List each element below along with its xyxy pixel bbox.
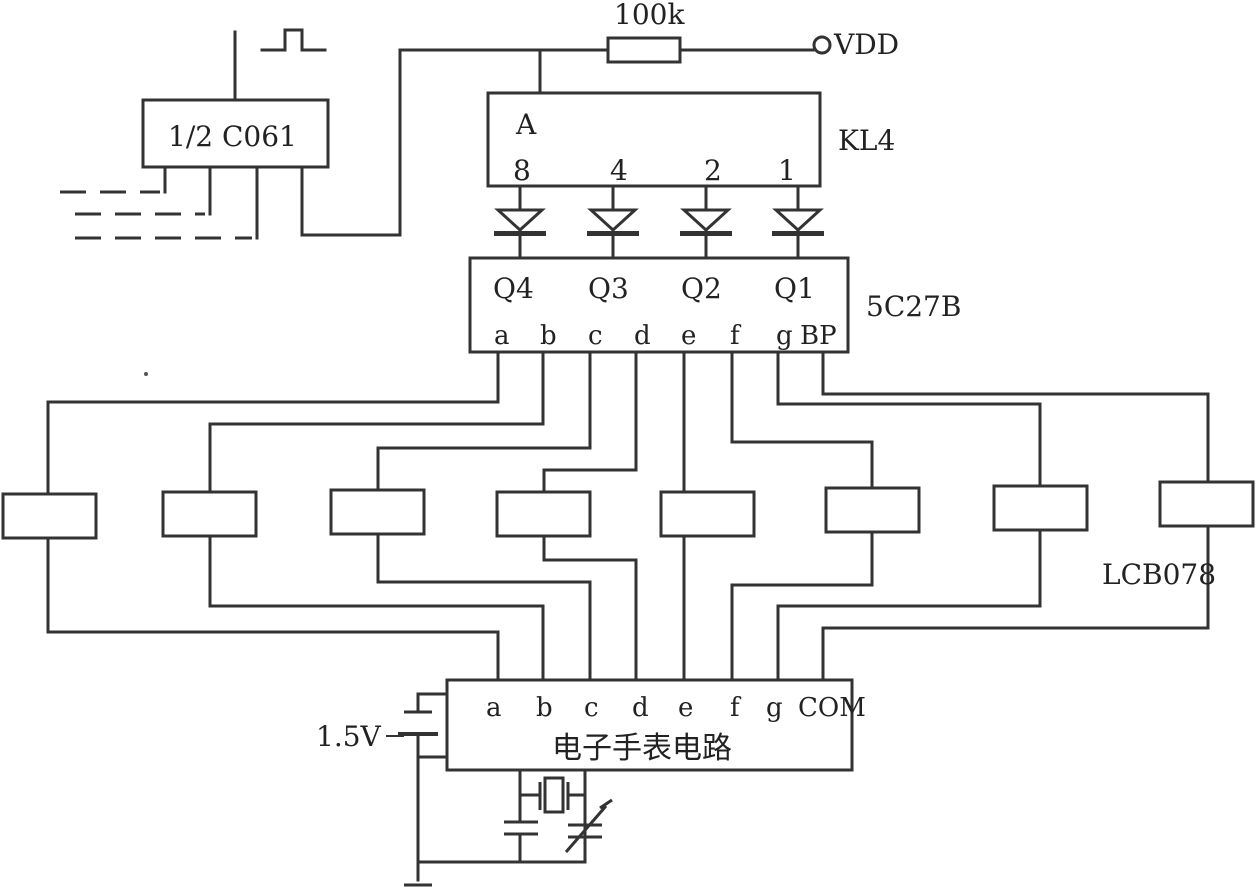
resistor-label: 100k — [614, 0, 685, 31]
ic-c061-label: 1/2 C061 — [168, 120, 297, 153]
out-c-label: c — [588, 321, 603, 351]
ic-c061: 1/2 C061 — [60, 28, 542, 240]
out-bp-label: BP — [800, 321, 837, 351]
watch-pin-a: a — [486, 693, 502, 723]
q3-label: Q3 — [588, 272, 629, 305]
lcd-segment — [1158, 480, 1255, 528]
q2-label: Q2 — [681, 272, 722, 305]
diode-icon — [772, 208, 824, 233]
watch-pin-e: e — [678, 693, 693, 723]
watch-circuit: a b c d e f g COM 电子手表电路 — [445, 678, 866, 772]
kl4-pin-2: 2 — [704, 154, 722, 187]
lcd-wiring — [46, 350, 1210, 682]
out-a-label: a — [494, 321, 510, 351]
watch-pin-g: g — [766, 693, 783, 723]
lcd-segments — [1, 480, 1255, 540]
battery: 1.5V — [316, 692, 449, 887]
diode-icon — [680, 208, 732, 233]
watch-pin-f: f — [730, 693, 742, 723]
watch-pin-com: COM — [798, 693, 866, 723]
q1-label: Q1 — [774, 272, 815, 305]
ic-5c27b: Q4 Q3 Q2 Q1 a b c d e f g BP 5C27B — [468, 256, 961, 354]
vdd-label: VDD — [833, 28, 899, 61]
out-f-label: f — [730, 321, 742, 351]
out-d-label: d — [634, 321, 651, 351]
ic-5c27b-name: 5C27B — [866, 290, 961, 323]
lcd-segment — [659, 490, 756, 538]
lcd-segment — [329, 488, 426, 536]
diode-array — [494, 184, 824, 260]
vdd-terminal: VDD — [812, 28, 899, 61]
crystal-icon — [543, 776, 565, 814]
lcd-segment — [495, 490, 592, 538]
kl4-name: KL4 — [838, 124, 895, 157]
q4-label: Q4 — [493, 272, 534, 305]
diode-icon — [494, 208, 546, 233]
kl4-input-label: A — [515, 108, 537, 141]
lcd-segment — [161, 490, 258, 538]
ic-kl4: A 8 4 2 1 KL4 — [486, 91, 895, 188]
out-e-label: e — [681, 321, 696, 351]
battery-label: 1.5V — [316, 720, 382, 753]
out-g-label: g — [776, 321, 793, 351]
terminal-icon — [812, 35, 832, 55]
out-b-label: b — [540, 321, 557, 351]
watch-pin-c: c — [584, 693, 599, 723]
resistor-100k: 100k — [538, 0, 815, 64]
watch-pin-d: d — [632, 693, 649, 723]
diode-icon — [587, 208, 639, 233]
kl4-pin-8: 8 — [513, 154, 531, 187]
artifact-dot — [144, 372, 148, 376]
lcd-segment — [1, 492, 98, 540]
lcd-segment — [992, 484, 1089, 532]
pulse-waveform-icon — [260, 28, 327, 52]
lcd-label: LCB078 — [1102, 558, 1216, 591]
lcd-segment — [824, 486, 921, 534]
watch-circuit-title: 电子手表电路 — [552, 731, 732, 766]
kl4-pin-1: 1 — [778, 154, 796, 187]
kl4-pin-4: 4 — [610, 154, 628, 187]
watch-pin-b: b — [536, 693, 553, 723]
oscillator-network — [416, 768, 613, 864]
